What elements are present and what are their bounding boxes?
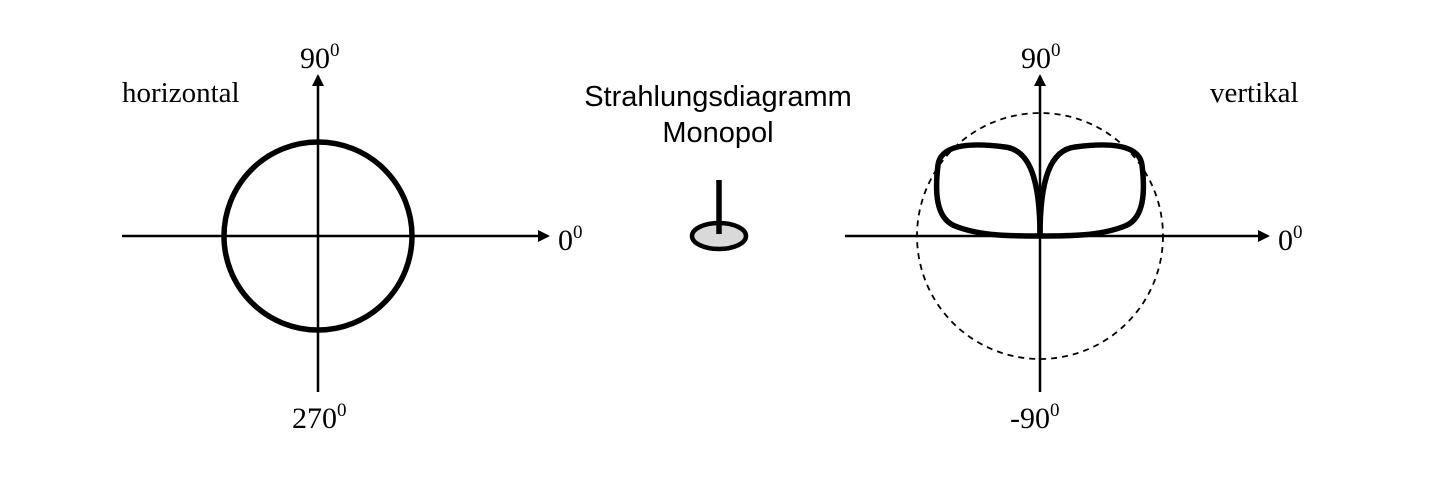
monopole-antenna-icon (689, 180, 749, 252)
horizontal-label-0: 00 (558, 222, 583, 257)
vertical-left-lobe (933, 142, 1043, 239)
diagram-title-line2: Monopol (662, 117, 773, 149)
diagram-title-line1: Strahlungsdiagramm (584, 81, 852, 113)
horizontal-pattern-panel: horizontal 900 00 2700 (122, 40, 583, 435)
vertical-pattern-panel: vertikal 900 00 -900 (845, 40, 1303, 435)
vertical-label-90: 900 (1021, 40, 1061, 75)
vertical-right-lobe (1037, 142, 1147, 239)
vertical-caption: vertikal (1210, 77, 1299, 109)
vertical-label-minus-90: -900 (1010, 400, 1060, 435)
horizontal-label-270: 2700 (292, 400, 347, 435)
center-title: Strahlungsdiagramm Monopol (584, 81, 852, 149)
horizontal-caption: horizontal (122, 77, 240, 109)
horizontal-pattern-circle (221, 139, 415, 333)
vertical-label-0: 00 (1278, 222, 1303, 257)
horizontal-label-90: 900 (300, 40, 340, 75)
